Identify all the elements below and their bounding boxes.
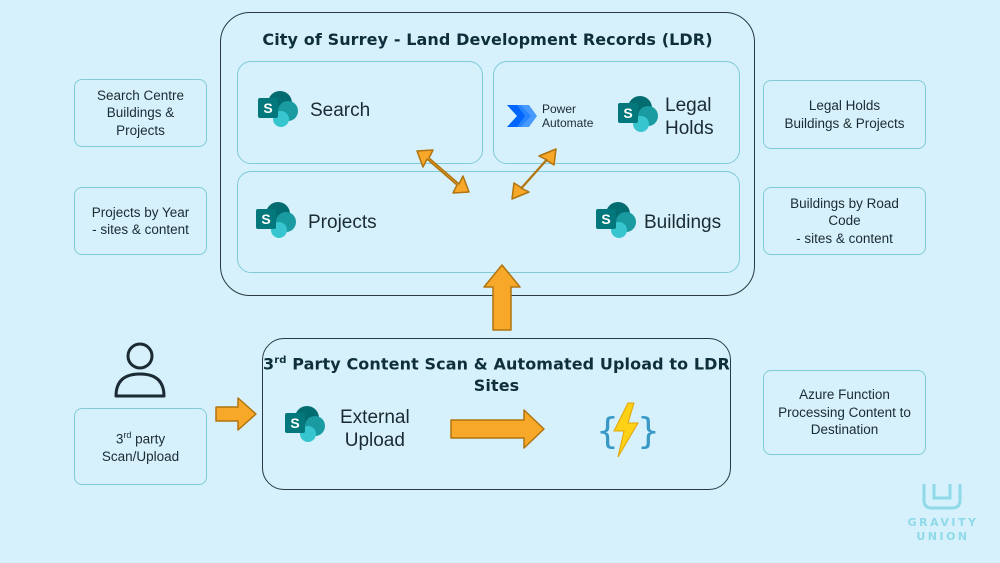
note-azure-function-text: Azure Function Processing Content to Des… xyxy=(778,387,911,438)
power-automate-label: Power Automate xyxy=(542,102,593,130)
power-automate-line1: Power xyxy=(542,102,577,116)
note-legal-holds-text: Legal Holds Buildings & Projects xyxy=(784,98,905,131)
svg-text:S: S xyxy=(623,105,632,121)
projects-label: Projects xyxy=(308,212,377,233)
logo-line2: UNION xyxy=(916,530,970,543)
note-third-party-rest: party Scan/Upload xyxy=(101,431,180,465)
sharepoint-icon: S xyxy=(256,202,296,238)
svg-text:S: S xyxy=(601,211,610,227)
buildings-label: Buildings xyxy=(644,212,722,233)
search-label: Search xyxy=(310,100,371,121)
svg-text:}: } xyxy=(637,411,658,452)
power-automate-icon xyxy=(507,105,537,127)
sharepoint-icon: S xyxy=(618,96,658,132)
person-icon xyxy=(114,342,166,398)
note-buildings-by-road: Buildings by Road Code - sites & content xyxy=(763,187,926,255)
sharepoint-icon: S xyxy=(596,202,636,238)
svg-text:S: S xyxy=(263,100,272,116)
arrow-legal-to-center xyxy=(511,148,557,200)
svg-text:S: S xyxy=(261,211,270,227)
ldr-title: City of Surrey - Land Development Record… xyxy=(262,30,713,49)
note-third-party: 3rd party Scan/Upload xyxy=(74,408,207,485)
arrow-upload-to-function xyxy=(450,409,545,449)
scan-title-pre: 3 xyxy=(263,354,275,374)
svg-text:{: { xyxy=(596,411,619,452)
arrow-search-to-center xyxy=(416,149,470,194)
note-projects-by-year-text: Projects by Year - sites & content xyxy=(91,204,190,238)
svg-text:S: S xyxy=(290,415,299,431)
scan-upload-container xyxy=(262,338,731,490)
search-site-box xyxy=(237,61,483,164)
note-third-party-sup: rd xyxy=(123,430,132,441)
note-legal-holds: Legal Holds Buildings & Projects xyxy=(763,80,926,149)
azure-function-icon: { } xyxy=(596,402,658,458)
note-third-party-text: 3rd party Scan/Upload xyxy=(102,427,179,466)
note-search-centre: Search Centre Buildings & Projects xyxy=(74,79,207,147)
logo-line1: GRAVITY xyxy=(907,516,979,529)
sharepoint-icon: S xyxy=(258,91,298,127)
arrow-person-to-upload xyxy=(215,397,257,431)
legal-holds-label: Legal Holds xyxy=(665,95,714,139)
note-projects-by-year: Projects by Year - sites & content xyxy=(74,187,207,255)
scan-upload-title: 3rd Party Content Scan & Automated Uploa… xyxy=(262,350,731,397)
note-buildings-by-road-text: Buildings by Road Code - sites & content xyxy=(790,195,899,246)
power-automate-line2: Automate xyxy=(542,116,594,130)
arrow-up-to-ldr xyxy=(483,264,521,331)
gravity-union-logo xyxy=(922,484,962,510)
ldr-container xyxy=(220,12,755,296)
legal-holds-site-box xyxy=(493,61,740,164)
note-third-party-pre: 3 xyxy=(115,431,124,447)
note-search-centre-text: Search Centre Buildings & Projects xyxy=(96,87,185,138)
external-upload-label: External Upload xyxy=(340,407,410,451)
note-azure-function: Azure Function Processing Content to Des… xyxy=(763,370,926,455)
projects-buildings-site-box xyxy=(237,171,740,273)
scan-title-sup: rd xyxy=(274,355,287,366)
scan-title-rest: Party Content Scan & Automated Upload to… xyxy=(286,354,730,396)
sharepoint-icon: S xyxy=(285,406,325,442)
